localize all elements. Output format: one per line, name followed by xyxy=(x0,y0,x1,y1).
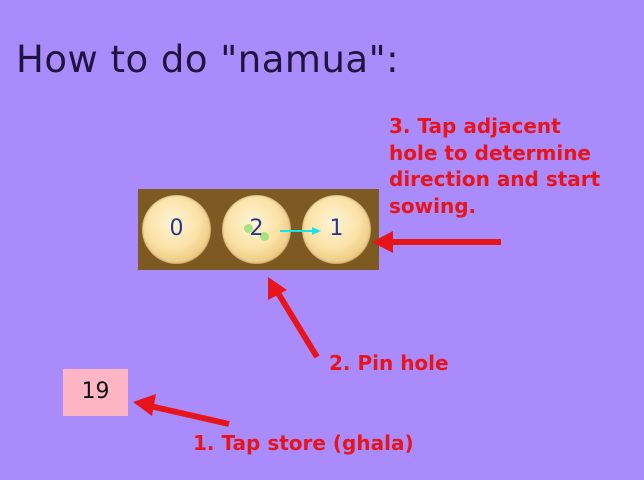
seed-highlight xyxy=(244,224,253,233)
page-title: How to do "namua": xyxy=(16,38,400,81)
pit-middle[interactable]: 2 xyxy=(222,195,291,264)
seed-highlight xyxy=(260,232,269,241)
game-board: 0 2 1 xyxy=(138,189,379,270)
instruction-step-3-line: 3. Tap adjacent xyxy=(389,114,561,138)
instruction-step-1: 1. Tap store (ghala) xyxy=(193,431,414,455)
pointer-arrow-pin-hole-icon xyxy=(268,277,320,359)
instruction-step-2: 2. Pin hole xyxy=(329,351,449,375)
pit-count: 2 xyxy=(249,216,264,241)
instruction-step-3-line: sowing. xyxy=(389,193,477,218)
pointer-arrow-adjacent-hole-icon xyxy=(372,231,501,253)
instruction-step-3-line: direction and start xyxy=(389,167,601,191)
pit-count: 1 xyxy=(329,216,344,241)
pit-left[interactable]: 0 xyxy=(142,195,211,264)
instruction-step-3-line: hole to determine xyxy=(389,140,591,165)
store-ghala[interactable]: 19 xyxy=(63,369,128,416)
pit-right[interactable]: 1 xyxy=(302,195,371,264)
pointer-arrow-store-icon xyxy=(133,394,230,427)
pit-count: 0 xyxy=(169,216,184,241)
store-count: 19 xyxy=(81,379,110,404)
instruction-step-3: 3. Tap adjacent hole to determine direct… xyxy=(389,113,600,219)
